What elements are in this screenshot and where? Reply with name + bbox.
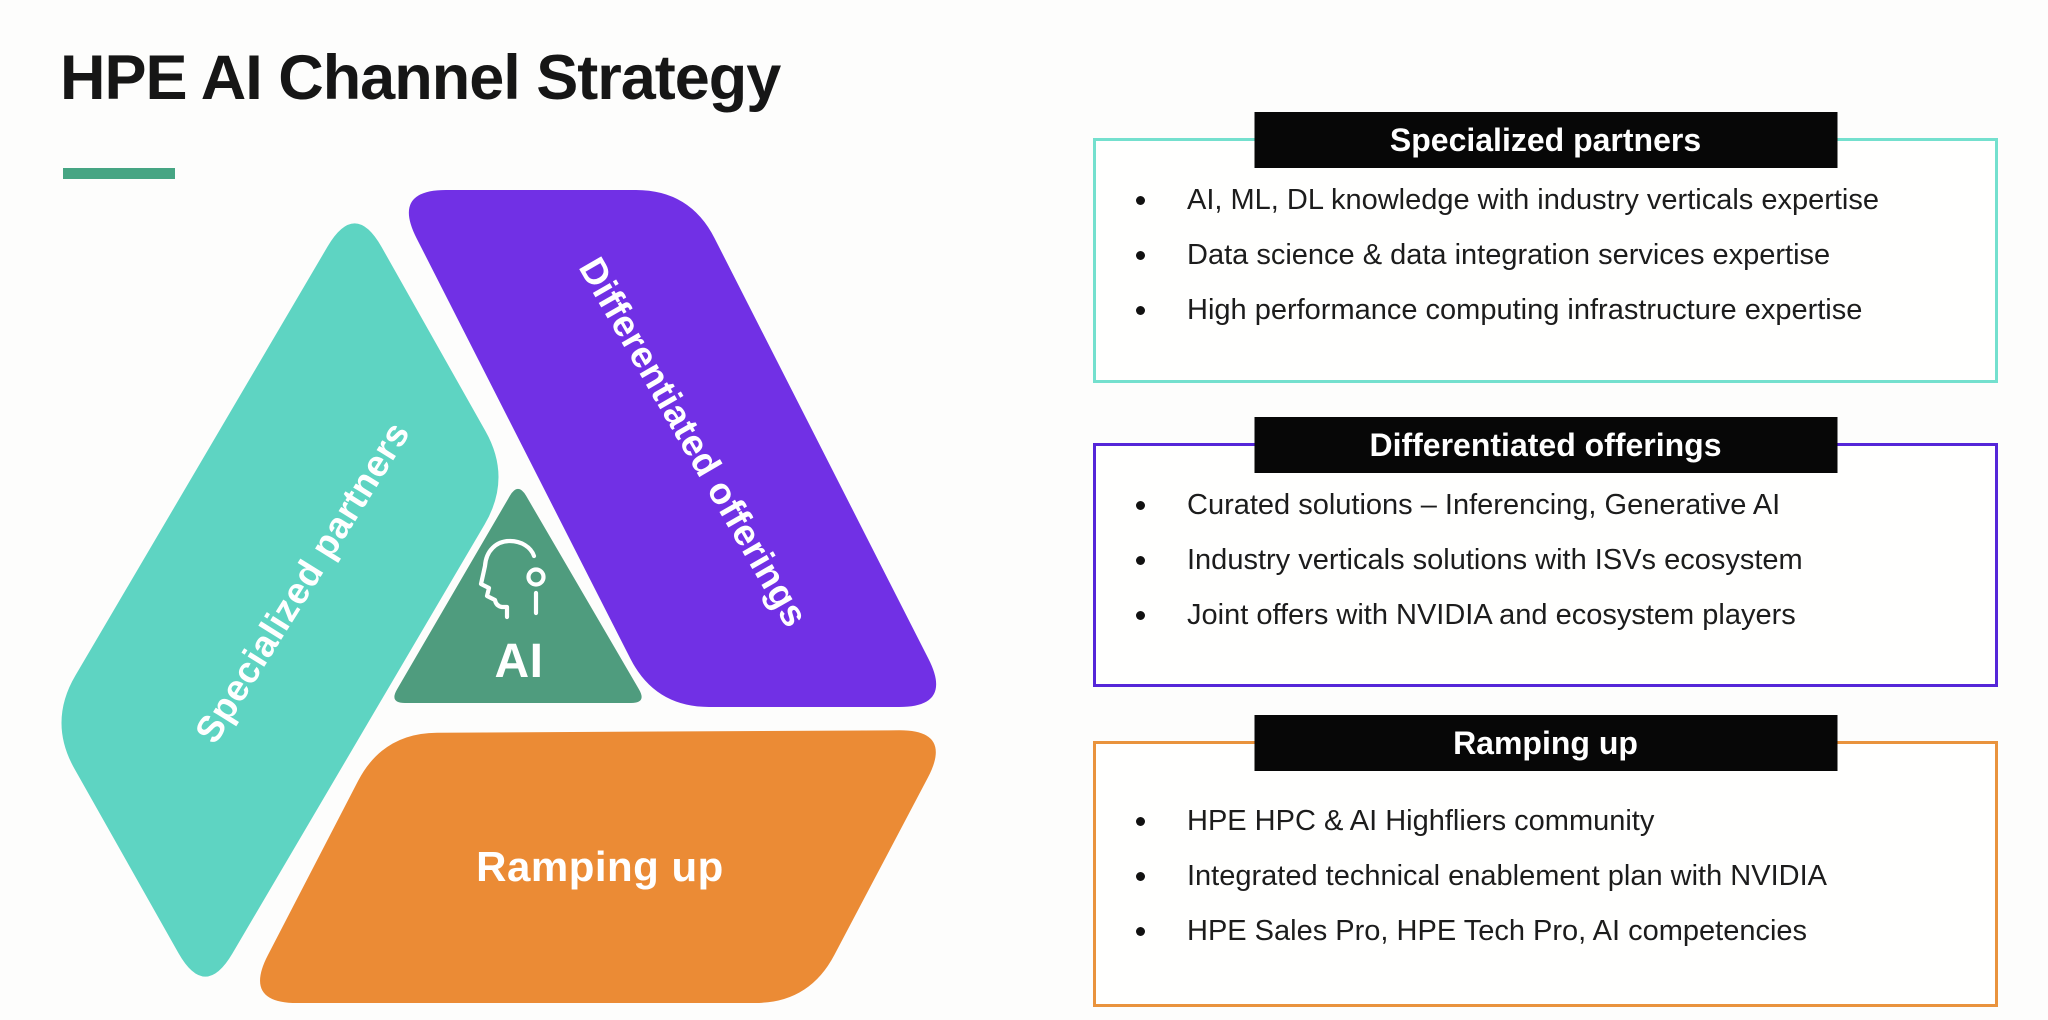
bullet-list: HPE HPC & AI Highfliers community Integr… xyxy=(1096,744,1995,948)
bullet-text: High performance computing infrastructur… xyxy=(1187,294,1863,326)
list-item: High performance computing infrastructur… xyxy=(1096,293,1975,327)
panel-specialized-partners: Specialized partners AI, ML, DL knowledg… xyxy=(1093,112,1998,383)
bullet-text: HPE HPC & AI Highfliers community xyxy=(1187,805,1655,837)
list-item: Joint offers with NVIDIA and ecosystem p… xyxy=(1096,598,1975,632)
ai-label: AI xyxy=(495,635,544,688)
bullet-text: Data science & data integration services… xyxy=(1187,239,1831,271)
bullet-list: AI, ML, DL knowledge with industry verti… xyxy=(1096,141,1995,327)
bullet-dot xyxy=(1136,611,1145,620)
list-item: Data science & data integration services… xyxy=(1096,238,1975,272)
list-item: HPE HPC & AI Highfliers community xyxy=(1096,804,1975,838)
panel-differentiated-offerings: Differentiated offerings Curated solutio… xyxy=(1093,417,1998,687)
list-item: Integrated technical enablement plan wit… xyxy=(1096,859,1975,893)
bullet-dot xyxy=(1136,927,1145,936)
bullet-dot xyxy=(1136,556,1145,565)
bullet-text: AI, ML, DL knowledge with industry verti… xyxy=(1187,184,1879,216)
list-item: AI, ML, DL knowledge with industry verti… xyxy=(1096,183,1975,217)
slab-specialized-partners xyxy=(61,223,499,977)
bullet-text: Joint offers with NVIDIA and ecosystem p… xyxy=(1187,599,1796,631)
bullet-dot xyxy=(1136,817,1145,826)
bullet-dot xyxy=(1136,306,1145,315)
bullet-text: Curated solutions – Inferencing, Generat… xyxy=(1187,489,1781,521)
bullet-text: Industry verticals solutions with ISVs e… xyxy=(1187,544,1803,576)
panel-header: Differentiated offerings xyxy=(1254,417,1837,473)
slab-label-ramping: Ramping up xyxy=(476,843,724,890)
list-item: Industry verticals solutions with ISVs e… xyxy=(1096,543,1975,577)
list-item: Curated solutions – Inferencing, Generat… xyxy=(1096,488,1975,522)
bullet-list: Curated solutions – Inferencing, Generat… xyxy=(1096,446,1995,632)
bullet-dot xyxy=(1136,501,1145,510)
ai-head-icon xyxy=(478,538,546,620)
panel-header: Ramping up xyxy=(1254,715,1837,771)
slab-ramping-up xyxy=(260,730,936,1003)
bullet-text: Integrated technical enablement plan wit… xyxy=(1187,860,1827,892)
ai-triangle xyxy=(394,488,642,703)
title-underline xyxy=(63,168,175,179)
bullet-text: HPE Sales Pro, HPE Tech Pro, AI competen… xyxy=(1187,915,1808,947)
list-item: HPE Sales Pro, HPE Tech Pro, AI competen… xyxy=(1096,914,1975,948)
bullet-dot xyxy=(1136,251,1145,260)
panel-ramping-up: Ramping up HPE HPC & AI Highfliers commu… xyxy=(1093,715,1998,1007)
page-title: HPE AI Channel Strategy xyxy=(60,43,781,113)
panel-header: Specialized partners xyxy=(1254,112,1837,168)
bullet-dot xyxy=(1136,872,1145,881)
slab-differentiated-offerings xyxy=(408,190,937,707)
bullet-dot xyxy=(1136,196,1145,205)
